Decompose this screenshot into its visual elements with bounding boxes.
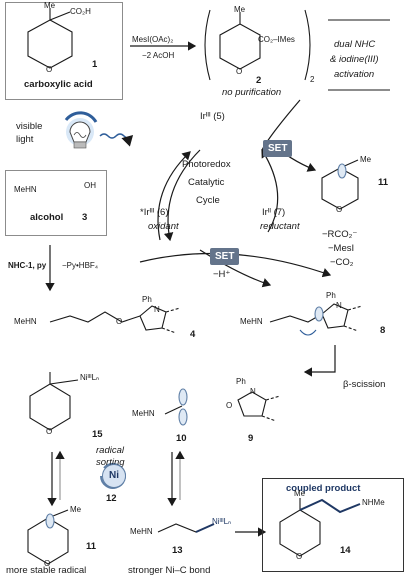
beta-scission-label: β-scission (343, 379, 386, 390)
set-badge-bottom: SET (210, 248, 240, 265)
compound-4-o: O (116, 317, 123, 326)
cycle-left-arc (163, 149, 201, 242)
set-bottom-swoosh-in (199, 249, 272, 288)
radical-sorting-line1: radical (96, 445, 124, 456)
compound-8-n: N (336, 301, 342, 310)
reagent-mesi: MesI(OAc)₂ (132, 35, 174, 44)
compound-11-bottom-ring (27, 509, 69, 565)
compound-4-structure (49, 305, 181, 334)
compound-8-ph: Ph (326, 291, 336, 300)
compound-9-o: O (226, 401, 233, 410)
compound-10-structure (164, 388, 188, 426)
compound-1-o: O (46, 65, 53, 74)
compound-4-ph: Ph (142, 295, 152, 304)
compound-2-o: O (236, 67, 243, 76)
compound-9-ph: Ph (236, 377, 246, 386)
compound-2-me: Me (234, 5, 246, 14)
cycle-center-3: Cycle (196, 195, 220, 206)
compound-10-mehn: MeHN (132, 409, 155, 418)
cycle-right-arc (261, 148, 279, 233)
compound-9-number: 9 (248, 433, 254, 444)
set-badge-top: SET (263, 140, 293, 157)
ir3-star-label: *Irᴵᴵᴵ (6) (140, 207, 169, 218)
visible-light-line2: light (16, 134, 34, 145)
compound-13-ni-bond (195, 523, 215, 533)
ir3-star-note: oxidant (148, 221, 179, 232)
compound-2-note: no purification (222, 87, 282, 98)
dual-activation-line1: dual NHC (334, 39, 376, 50)
compound-1-me: Me (44, 1, 56, 10)
arrow-beta-scission (303, 345, 336, 377)
compound-1-ring (27, 8, 73, 69)
bulb-graphic (64, 111, 98, 149)
compound-13-number: 13 (172, 545, 183, 556)
ni-catalyst-badge: Ni (102, 464, 126, 488)
compound-9-n: N (250, 387, 256, 396)
compound-11-bottom-o: O (44, 559, 51, 568)
compound-11-bottom-number: 11 (86, 541, 97, 552)
compound-2-number: 2 (256, 75, 262, 86)
compound-10-number: 10 (176, 433, 187, 444)
reagent-acoh: −2 AcOH (142, 51, 175, 60)
compound-15-o: O (46, 427, 53, 436)
compound-13-ni: NiᴵᴵᴵLₙ (212, 517, 232, 526)
compound-8-number: 8 (380, 325, 386, 336)
product-title: coupled product (286, 483, 361, 494)
loss-mesi: −MesI (328, 243, 355, 254)
loss-rco2: −RCO₂⁻ (322, 229, 358, 240)
compound-1-number: 1 (92, 59, 98, 70)
product-o: O (296, 552, 303, 561)
compound-9-structure (237, 391, 281, 422)
alcohol-mehn: MeHN (14, 185, 37, 194)
compound-1-label: carboxylic acid (24, 79, 93, 90)
visible-light-line1: visible (16, 121, 43, 132)
cycle-center-1: Photoredox (182, 159, 231, 170)
product-14-structure (279, 498, 361, 557)
ir2-note: reductant (260, 221, 300, 232)
product-box (262, 478, 404, 572)
compound-1-co2h: CO₂H (70, 7, 91, 16)
minus-h-plus: −H⁺ (213, 269, 231, 280)
compound-13-caption: stronger Ni–C bond (128, 565, 211, 576)
ir2-label: Irᴵᴵ (7) (262, 207, 286, 218)
compound-1-box (5, 2, 123, 100)
py-hbf4-byproduct: −Py•HBF₄ (62, 261, 99, 270)
alcohol-label: alcohol (30, 212, 64, 223)
alcohol-oh: OH (84, 181, 96, 190)
nhc-reagent: NHC-1, py (8, 261, 47, 270)
dual-activation-line3: activation (334, 69, 375, 80)
ir3-label: Irᴵᴵᴵ (5) (200, 111, 225, 122)
compound-11-bottom-me: Me (70, 505, 82, 514)
compound-8-structure (269, 303, 363, 336)
compound-4-mehn: MeHN (14, 317, 37, 326)
product-me: Me (294, 489, 306, 498)
ni-catalyst-number: 12 (106, 493, 117, 504)
radical-11-ring (321, 159, 359, 210)
radical-11-me: Me (360, 155, 372, 164)
compound-15-ring (29, 372, 79, 431)
loss-co2: −CO₂ (330, 257, 354, 268)
compound-2-subscript: 2 (310, 75, 315, 84)
cycle-left-arc-2 (157, 151, 191, 241)
compound-4-n: N (154, 305, 160, 314)
compound-11-caption: more stable radical (6, 565, 87, 576)
radical-sorting-line2: sorting (96, 457, 125, 468)
compound-2-ring (204, 9, 311, 81)
compound-13-mehn: MeHN (130, 527, 153, 536)
compound-15-number: 15 (92, 429, 103, 440)
radical-11-number: 11 (378, 177, 389, 188)
compound-15-ni: NiᴵᴵᴵLₙ (80, 373, 100, 382)
compound-2-co2imes: CO₂–IMes (258, 35, 295, 44)
alcohol-box (5, 170, 107, 236)
alcohol-number: 3 (82, 212, 88, 223)
cycle-center-2: Catalytic (188, 177, 225, 188)
dual-activation-line2: & iodine(III) (330, 54, 379, 65)
radical-11-o: O (336, 205, 343, 214)
product-number: 14 (340, 545, 351, 556)
product-nhme: NHMe (362, 498, 385, 507)
compound-8-mehn: MeHN (240, 317, 263, 326)
light-wave (99, 133, 134, 147)
compound-4-number: 4 (190, 329, 196, 340)
